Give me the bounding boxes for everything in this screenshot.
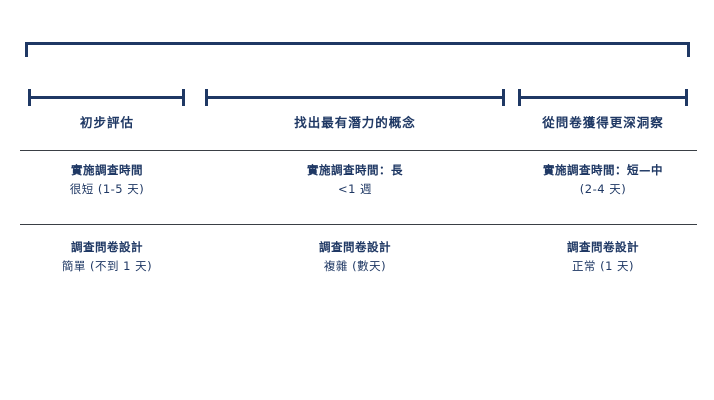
design-title-2: 調查問卷設計 [319, 240, 391, 254]
conduct-time-value-1: 很短 (1-5 天) [69, 182, 145, 196]
design-cell-3: 調查問卷設計 正常 (1 天) [512, 238, 694, 276]
divider-row-1 [20, 150, 697, 151]
conduct-time-title-2: 實施調查時間：長 [307, 163, 403, 177]
segment-bracket-1 [28, 89, 185, 106]
segment-bracket-2 [205, 89, 505, 106]
conduct-time-title-1: 實施調查時間 [71, 163, 143, 177]
design-value-3: 正常 (1 天) [571, 259, 635, 273]
design-value-2: 複雜 (數天) [323, 259, 387, 273]
design-title-1: 調查問卷設計 [71, 240, 143, 254]
design-cell-2: 調查問卷設計 複雜 (數天) [205, 238, 505, 276]
segment-bracket-3 [518, 89, 688, 106]
conduct-time-cell-3: 實施調查時間：短—中 (2-4 天) [512, 161, 694, 199]
design-value-1: 簡單 (不到 1 天) [61, 259, 153, 273]
design-cell-1: 調查問卷設計 簡單 (不到 1 天) [22, 238, 192, 276]
conduct-time-value-2: <1 週 [337, 182, 373, 196]
conduct-time-value-3: (2-4 天) [579, 182, 627, 196]
segment-label-3: 從問卷獲得更深洞察 [542, 115, 664, 130]
design-title-3: 調查問卷設計 [567, 240, 639, 254]
overall-timeline-bracket [25, 42, 690, 57]
segment-label-2: 找出最有潛力的概念 [294, 115, 416, 130]
conduct-time-cell-1: 實施調查時間 很短 (1-5 天) [22, 161, 192, 199]
divider-row-2 [20, 224, 697, 225]
conduct-time-cell-2: 實施調查時間：長 <1 週 [205, 161, 505, 199]
segment-label-1: 初步評估 [79, 115, 134, 130]
conduct-time-title-3: 實施調查時間：短—中 [543, 163, 663, 177]
